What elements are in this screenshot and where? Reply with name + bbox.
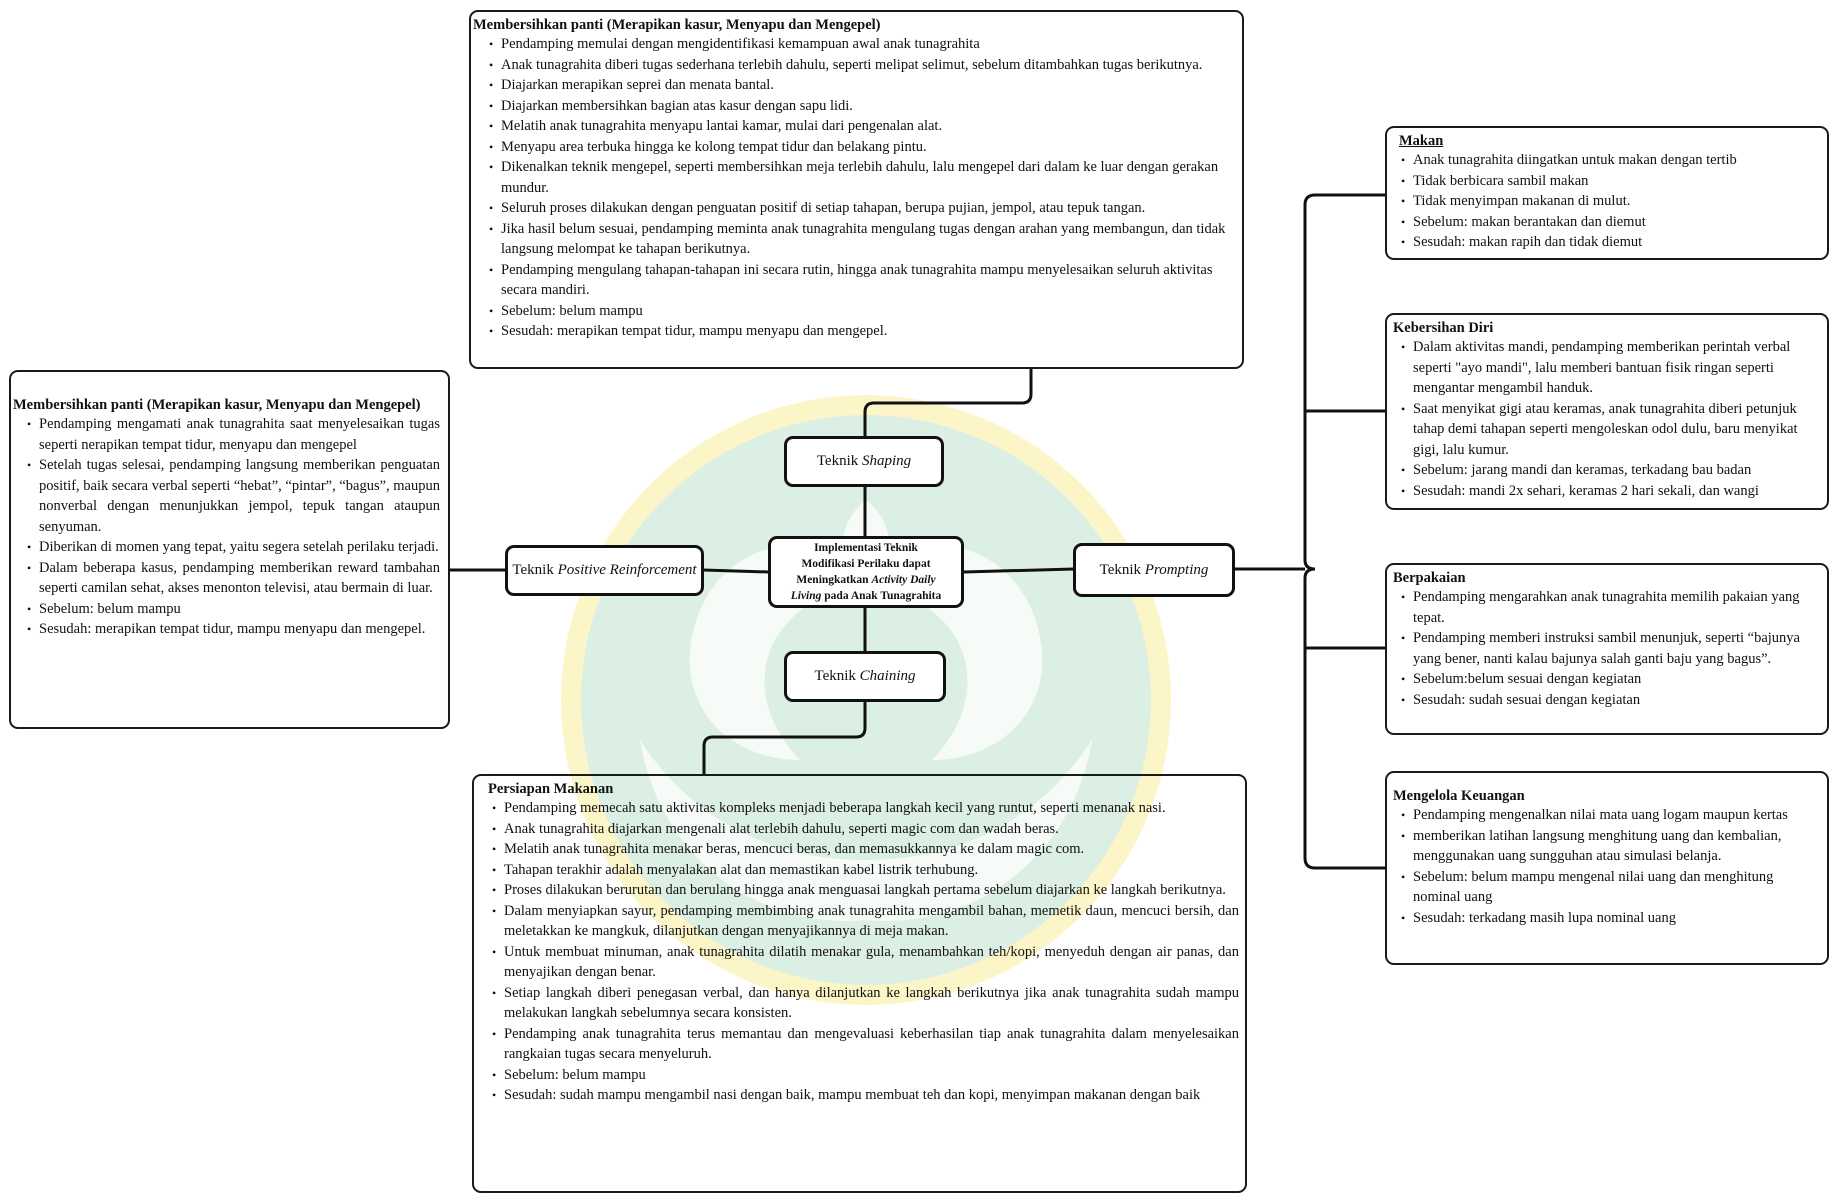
list-item: Anak tunagrahita diajarkan mengenali ala… bbox=[492, 819, 1239, 840]
list-item: Setelah tugas selesai, pendamping langsu… bbox=[27, 455, 440, 537]
list-item: Seluruh proses dilakukan dengan penguata… bbox=[489, 198, 1232, 219]
list-item: Pendamping memberi instruksi sambil menu… bbox=[1401, 628, 1819, 669]
list-item: Diajarkan merapikan seprei dan menata ba… bbox=[489, 75, 1232, 96]
list-item: Tidak menyimpan makanan di mulut. bbox=[1401, 191, 1823, 212]
node-reinforcement-prefix: Teknik bbox=[512, 562, 558, 578]
list-item: Sebelum: belum mampu bbox=[27, 599, 440, 620]
list-item: Sebelum:belum sesuai dengan kegiatan bbox=[1401, 669, 1819, 690]
reinforcement-detail-box: Membersihkan panti (Merapikan kasur, Men… bbox=[9, 370, 450, 729]
connector-chaining-box bbox=[702, 702, 867, 775]
list-item: Diberikan di momen yang tepat, yaitu seg… bbox=[27, 537, 440, 558]
list-item: Pendamping mengarahkan anak tunagrahita … bbox=[1401, 587, 1819, 628]
keuangan-box-list: Pendamping mengenalkan nilai mata uang l… bbox=[1393, 805, 1821, 928]
chaining-box-list: Pendamping memecah satu aktivitas komple… bbox=[488, 798, 1239, 1106]
berpakaian-box-list: Pendamping mengarahkan anak tunagrahita … bbox=[1393, 587, 1819, 710]
center-line-4a: Living bbox=[790, 590, 822, 602]
list-item: Setiap langkah diberi penegasan verbal, … bbox=[492, 983, 1239, 1024]
shaping-box-list: Pendamping memulai dengan mengidentifika… bbox=[473, 34, 1232, 342]
makan-detail-box: Makan Anak tunagrahita diingatkan untuk … bbox=[1385, 126, 1829, 260]
center-line-3b: Activity Daily bbox=[871, 574, 936, 586]
node-prompting-em: Prompting bbox=[1144, 561, 1209, 578]
makan-box-title: Makan bbox=[1399, 133, 1444, 149]
list-item: Sesudah: sudah mampu mengambil nasi deng… bbox=[492, 1085, 1239, 1106]
node-teknik-chaining: Teknik Chaining bbox=[784, 651, 946, 702]
reinforcement-box-title: Membersihkan panti (Merapikan kasur, Men… bbox=[13, 397, 421, 413]
list-item: Sebelum: belum mampu bbox=[489, 301, 1232, 322]
center-topic-node: Implementasi Teknik Modifikasi Perilaku … bbox=[768, 536, 964, 608]
node-teknik-positive-reinforcement: Teknik Positive Reinforcement bbox=[505, 545, 704, 596]
node-reinforcement-em: Positive Reinforcement bbox=[557, 562, 697, 578]
list-item: Pendamping anak tunagrahita terus memant… bbox=[492, 1024, 1239, 1065]
list-item: Anak tunagrahita diberi tugas sederhana … bbox=[489, 55, 1232, 76]
list-item: Anak tunagrahita diingatkan untuk makan … bbox=[1401, 150, 1823, 171]
node-chaining-prefix: Teknik bbox=[814, 668, 860, 684]
list-item: Sesudah: makan rapih dan tidak diemut bbox=[1401, 232, 1823, 253]
list-item: Melatih anak tunagrahita menyapu lantai … bbox=[489, 116, 1232, 137]
makan-box-list: Anak tunagrahita diingatkan untuk makan … bbox=[1399, 150, 1823, 253]
node-chaining-em: Chaining bbox=[859, 668, 916, 684]
list-item: Sesudah: merapikan tempat tidur, mampu m… bbox=[27, 619, 440, 640]
list-item: Pendamping memulai dengan mengidentifika… bbox=[489, 34, 1232, 55]
list-item: Dikenalkan teknik mengepel, seperti memb… bbox=[489, 157, 1232, 198]
list-item: Proses dilakukan berurutan dan berulang … bbox=[492, 880, 1239, 901]
list-item: Tidak berbicara sambil makan bbox=[1401, 171, 1823, 192]
node-shaping-prefix: Teknik bbox=[816, 453, 863, 469]
list-item: Pendamping mengamati anak tunagrahita sa… bbox=[27, 414, 440, 455]
berpakaian-detail-box: Berpakaian Pendamping mengarahkan anak t… bbox=[1385, 563, 1829, 735]
chaining-box-title: Persiapan Makanan bbox=[488, 781, 614, 797]
kebersihan-box-list: Dalam aktivitas mandi, pendamping member… bbox=[1393, 337, 1819, 501]
node-prompting-prefix: Teknik bbox=[1099, 561, 1145, 578]
list-item: Melatih anak tunagrahita menakar beras, … bbox=[492, 839, 1239, 860]
node-teknik-prompting: Teknik Prompting bbox=[1073, 543, 1235, 597]
connector-trunk-lower bbox=[1303, 567, 1316, 870]
list-item: Jika hasil belum sesuai, pendamping memi… bbox=[489, 219, 1232, 260]
node-shaping-em: Shaping bbox=[862, 453, 912, 469]
connector-center-reinforcement bbox=[702, 568, 770, 574]
list-item: Pendamping mengenalkan nilai mata uang l… bbox=[1401, 805, 1821, 826]
mengelola-keuangan-detail-box: Mengelola Keuangan Pendamping mengenalka… bbox=[1385, 771, 1829, 965]
kebersihan-box-title: Kebersihan Diri bbox=[1393, 320, 1494, 336]
list-item: Pendamping memecah satu aktivitas komple… bbox=[492, 798, 1239, 819]
berpakaian-box-title: Berpakaian bbox=[1393, 570, 1466, 586]
center-line-2: Modifikasi Perilaku dapat bbox=[801, 558, 931, 570]
connector-center-prompting bbox=[963, 567, 1075, 574]
keuangan-box-title: Mengelola Keuangan bbox=[1393, 788, 1525, 804]
list-item: Sebelum: makan berantakan dan diemut bbox=[1401, 212, 1823, 233]
center-line-3a: Meningkatkan bbox=[796, 574, 872, 586]
list-item: Pendamping mengulang tahapan-tahapan ini… bbox=[489, 260, 1232, 301]
center-line-1: Implementasi Teknik bbox=[814, 542, 918, 554]
list-item: Sesudah: terkadang masih lupa nominal ua… bbox=[1401, 908, 1821, 929]
shaping-detail-box: Membersihkan panti (Merapikan kasur, Men… bbox=[469, 10, 1244, 369]
list-item: Sesudah: merapikan tempat tidur, mampu m… bbox=[489, 321, 1232, 342]
chaining-detail-box: Persiapan Makanan Pendamping memecah sat… bbox=[472, 774, 1247, 1193]
list-item: Sesudah: mandi 2x sehari, keramas 2 hari… bbox=[1401, 481, 1819, 502]
list-item: Untuk membuat minuman, anak tunagrahita … bbox=[492, 942, 1239, 983]
center-line-4b: pada Anak Tunagrahita bbox=[821, 590, 942, 602]
list-item: Sebelum: belum mampu mengenal nilai uang… bbox=[1401, 867, 1821, 908]
connector-shaping-box bbox=[863, 368, 1033, 436]
list-item: Sesudah: sudah sesuai dengan kegiatan bbox=[1401, 690, 1819, 711]
reinforcement-box-list: Pendamping mengamati anak tunagrahita sa… bbox=[13, 414, 440, 640]
list-item: Dalam aktivitas mandi, pendamping member… bbox=[1401, 337, 1819, 399]
list-item: Menyapu area terbuka hingga ke kolong te… bbox=[489, 137, 1232, 158]
kebersihan-diri-detail-box: Kebersihan Diri Dalam aktivitas mandi, p… bbox=[1385, 313, 1829, 510]
node-teknik-shaping: Teknik Shaping bbox=[784, 436, 944, 487]
list-item: Sebelum: belum mampu bbox=[492, 1065, 1239, 1086]
list-item: Diajarkan membersihkan bagian atas kasur… bbox=[489, 96, 1232, 117]
list-item: memberikan latihan langsung menghitung u… bbox=[1401, 826, 1821, 867]
connector-trunk-upper bbox=[1303, 193, 1316, 571]
list-item: Dalam beberapa kasus, pendamping memberi… bbox=[27, 558, 440, 599]
list-item: Dalam menyiapkan sayur, pendamping membi… bbox=[492, 901, 1239, 942]
list-item: Saat menyikat gigi atau keramas, anak tu… bbox=[1401, 399, 1819, 461]
list-item: Tahapan terakhir adalah menyalakan alat … bbox=[492, 860, 1239, 881]
shaping-box-title: Membersihkan panti (Merapikan kasur, Men… bbox=[473, 17, 881, 33]
list-item: Sebelum: jarang mandi dan keramas, terka… bbox=[1401, 460, 1819, 481]
